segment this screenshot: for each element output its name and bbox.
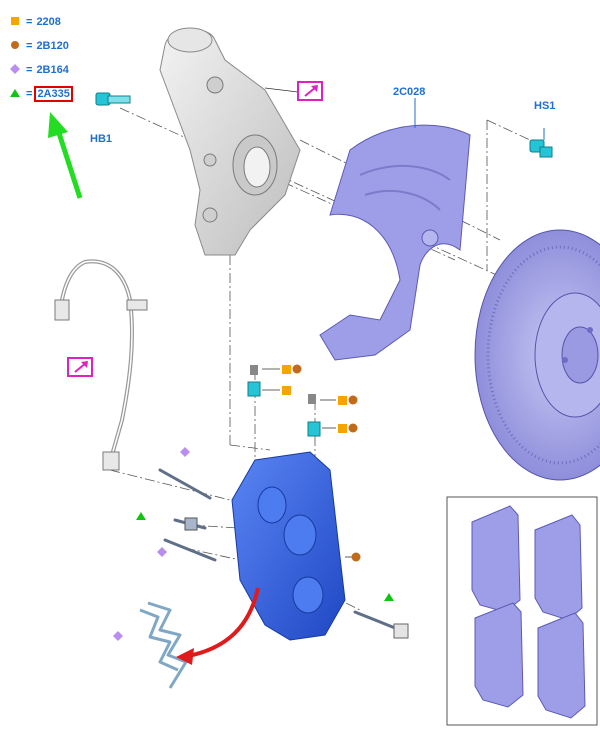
link-arrow-icon[interactable]: [297, 81, 323, 101]
pin-bushing: [184, 517, 198, 531]
part-markers: [113, 364, 394, 641]
part-label-hb1[interactable]: HB1: [90, 133, 113, 145]
dust-shield: [319, 98, 471, 361]
legend-item: = 2208: [8, 10, 71, 34]
legend-code-highlighted[interactable]: 2A335: [34, 86, 73, 102]
brake-caliper: [231, 451, 352, 641]
square-icon: [8, 16, 22, 29]
brake-pad: [474, 602, 524, 708]
diamond-icon: [8, 63, 22, 77]
legend-item: = 2B120: [8, 34, 71, 58]
brake-pad: [471, 505, 521, 613]
bleed-nipples: [247, 365, 336, 437]
brake-pad: [537, 612, 586, 719]
legend: = 2208 = 2B120 = 2B164 = 2A335: [8, 10, 73, 106]
legend-code[interactable]: 2B164: [36, 64, 69, 76]
part-label-hs1[interactable]: HS1: [534, 100, 556, 112]
brake-pads-inset: [446, 496, 598, 726]
pin-head: [393, 623, 409, 639]
legend-item: = 2A335: [8, 82, 73, 106]
legend-code[interactable]: 2B120: [36, 40, 69, 52]
red-curved-arrow: [176, 587, 260, 665]
triangle-icon: [8, 88, 22, 101]
part-label-dust-shield[interactable]: 2C028: [393, 86, 426, 98]
legend-code[interactable]: 2208: [36, 16, 61, 28]
brake-pad: [534, 514, 583, 621]
brake-disc: [474, 229, 600, 481]
green-pointer-arrow: [48, 112, 83, 199]
brake-hose: [54, 259, 148, 471]
bolt-hb1: [95, 92, 131, 106]
steering-knuckle: [159, 27, 301, 256]
legend-item: = 2B164: [8, 58, 71, 82]
bolt-hs1: [529, 128, 553, 158]
circle-icon: [8, 40, 22, 53]
anti-rattle-clip: [139, 601, 188, 689]
link-arrow-icon[interactable]: [67, 357, 93, 377]
